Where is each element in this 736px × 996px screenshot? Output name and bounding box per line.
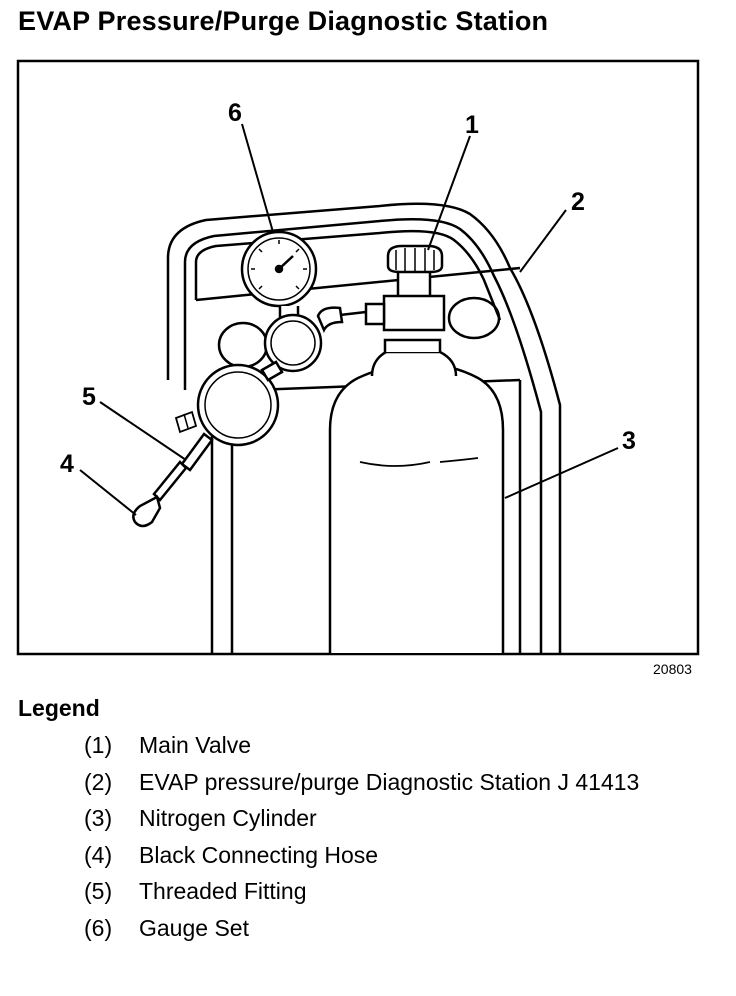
legend-item: (2) EVAP pressure/purge Diagnostic Stati… xyxy=(0,767,679,797)
gauge-set xyxy=(132,230,323,528)
callout-4: 4 xyxy=(60,450,74,478)
legend-text: EVAP pressure/purge Diagnostic Station J… xyxy=(139,768,640,795)
legend-item: (4) Black Connecting Hose xyxy=(0,840,679,870)
legend-item: (3) Nitrogen Cylinder xyxy=(0,803,679,833)
callout-leaders xyxy=(79,123,619,516)
callout-labels: 1 2 3 4 5 6 xyxy=(60,99,636,478)
legend-number: (3) xyxy=(84,805,113,831)
figure-id: 20803 xyxy=(653,661,692,677)
legend-number: (2) xyxy=(84,768,113,795)
legend-number: (4) xyxy=(84,841,113,868)
nitrogen-cylinder xyxy=(328,338,505,653)
figure-frame xyxy=(16,59,700,656)
callout-2: 2 xyxy=(571,188,585,216)
callout-6: 6 xyxy=(228,99,242,127)
callout-3: 3 xyxy=(622,427,636,455)
legend-text: Gauge Set xyxy=(139,914,249,941)
legend-text: Nitrogen Cylinder xyxy=(139,805,317,831)
diagnostic-station-illustration: 1 2 3 4 5 6 xyxy=(16,59,700,656)
callout-5: 5 xyxy=(82,383,96,411)
legend-text: Threaded Fitting xyxy=(139,878,307,904)
legend-number: (1) xyxy=(84,732,113,758)
legend-number: (6) xyxy=(84,914,113,941)
callout-1: 1 xyxy=(465,111,479,139)
legend-item: (6) Gauge Set xyxy=(0,913,679,943)
legend-list: (1) Main Valve (2) EVAP pressure/purge D… xyxy=(0,730,679,949)
legend-text: Black Connecting Hose xyxy=(139,841,379,868)
legend-item: (5) Threaded Fitting xyxy=(0,876,679,906)
legend-heading: Legend xyxy=(18,695,100,721)
legend-number: (5) xyxy=(84,878,113,904)
legend-text: Main Valve xyxy=(139,732,252,758)
main-valve xyxy=(316,244,446,333)
page-title: EVAP Pressure/Purge Diagnostic Station xyxy=(18,6,549,36)
legend-item: (1) Main Valve xyxy=(0,730,679,760)
panel-openings xyxy=(217,296,501,369)
